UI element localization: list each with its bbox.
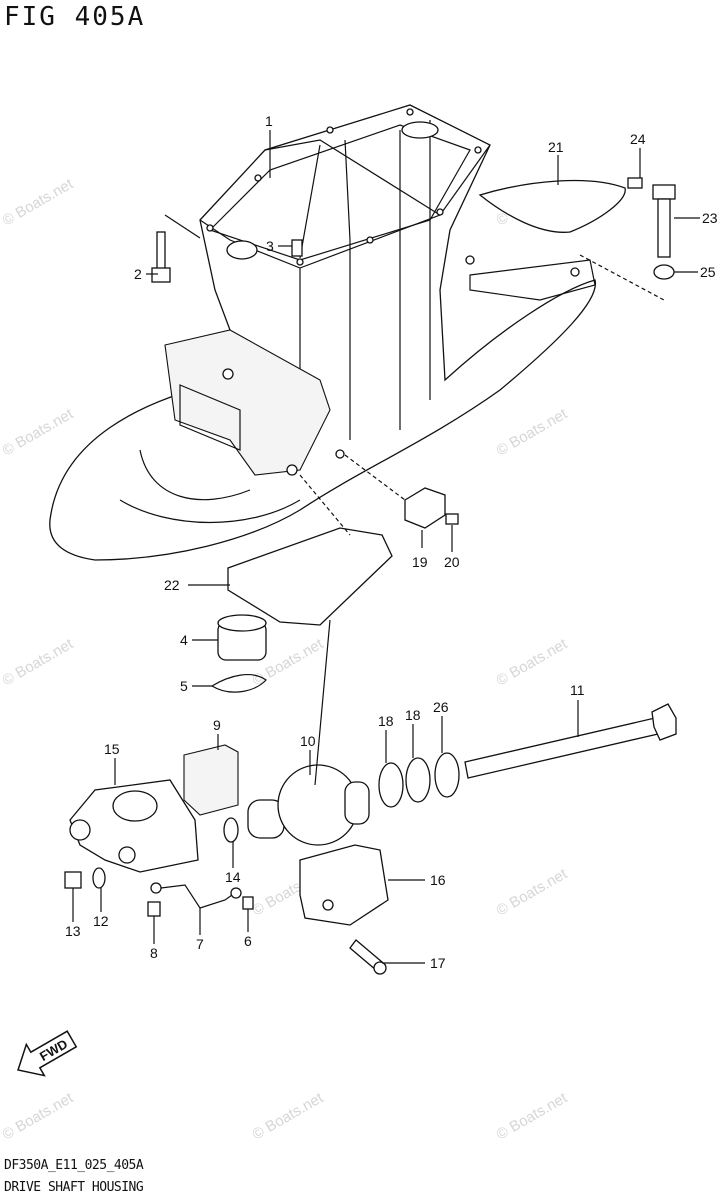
watermark: © Boats.net <box>494 635 571 689</box>
washer-part-25 <box>653 264 675 280</box>
watermark: © Boats.net <box>0 405 77 459</box>
callout-18a: 18 <box>378 713 394 729</box>
callout-9: 9 <box>213 717 221 733</box>
callout-21: 21 <box>548 139 564 155</box>
figure-name: DRIVE SHAFT HOUSING <box>4 1180 144 1195</box>
seal-part-22 <box>227 527 393 626</box>
callout-25: 25 <box>700 264 716 280</box>
callout-3: 3 <box>266 238 274 254</box>
watermark: © Boats.net <box>0 635 77 689</box>
screw-part-6 <box>242 896 254 910</box>
callout-8: 8 <box>150 945 158 961</box>
callout-4: 4 <box>180 632 188 648</box>
watermark: © Boats.net <box>0 1089 77 1143</box>
clamp-part-16 <box>299 844 389 926</box>
screw-part-24 <box>627 177 643 189</box>
callout-18b: 18 <box>405 707 421 723</box>
callout-1: 1 <box>265 113 273 129</box>
watermark: © Boats.net <box>494 865 571 919</box>
callout-2: 2 <box>134 266 142 282</box>
callouts: 1 2 3 4 5 6 7 8 9 10 11 12 13 14 15 16 1… <box>65 113 718 971</box>
bolt-part-11 <box>464 703 677 779</box>
callout-13: 13 <box>65 923 81 939</box>
ground-wire-part-7 <box>150 882 242 909</box>
watermark: © Boats.net <box>494 405 571 459</box>
cover-part-21 <box>478 179 626 233</box>
callout-15: 15 <box>104 741 120 757</box>
watermark: © Boats.net <box>494 1089 571 1143</box>
bolt-part-17 <box>349 939 387 975</box>
callout-7: 7 <box>196 936 204 952</box>
bolt-part-2 <box>151 231 171 283</box>
clip-part-5 <box>210 674 267 693</box>
callout-24: 24 <box>630 131 646 147</box>
callout-19: 19 <box>412 554 428 570</box>
watermark: © Boats.net <box>0 175 77 229</box>
washer-part-12 <box>92 867 106 889</box>
washer-part-18a <box>378 762 404 808</box>
mount-rubber-part-10 <box>247 764 370 846</box>
bolt-part-8 <box>147 901 161 917</box>
washer-part-18b <box>405 757 431 803</box>
callout-20: 20 <box>444 554 460 570</box>
mount-block-part-19 <box>404 487 446 529</box>
callout-5: 5 <box>180 678 188 694</box>
drive-shaft-housing <box>49 104 597 561</box>
callout-26: 26 <box>433 699 449 715</box>
callout-16: 16 <box>430 872 446 888</box>
callout-6: 6 <box>244 933 252 949</box>
callout-17: 17 <box>430 955 446 971</box>
figure-title: FIG 405A <box>4 2 146 32</box>
figure-code: DF350A_E11_025_405A <box>4 1158 144 1173</box>
bolt-part-23 <box>652 184 676 258</box>
watermark: © Boats.net <box>250 1089 327 1143</box>
callout-14: 14 <box>225 869 241 885</box>
pad-part-9 <box>183 744 239 816</box>
washer-part-14 <box>223 817 239 843</box>
callout-23: 23 <box>702 210 718 226</box>
callout-10: 10 <box>300 733 316 749</box>
grommet-part-4 <box>217 614 267 661</box>
callout-22: 22 <box>164 577 180 593</box>
washer-part-26 <box>434 752 460 798</box>
leader-lines <box>72 130 700 964</box>
screw-part-20 <box>445 513 459 525</box>
bracket-part-15 <box>69 779 199 873</box>
dowel-pin-part-3 <box>291 239 303 257</box>
nut-part-13 <box>64 871 82 889</box>
fwd-arrow-icon: FWD <box>17 1030 78 1077</box>
callout-12: 12 <box>93 913 109 929</box>
callout-11: 11 <box>570 682 585 698</box>
